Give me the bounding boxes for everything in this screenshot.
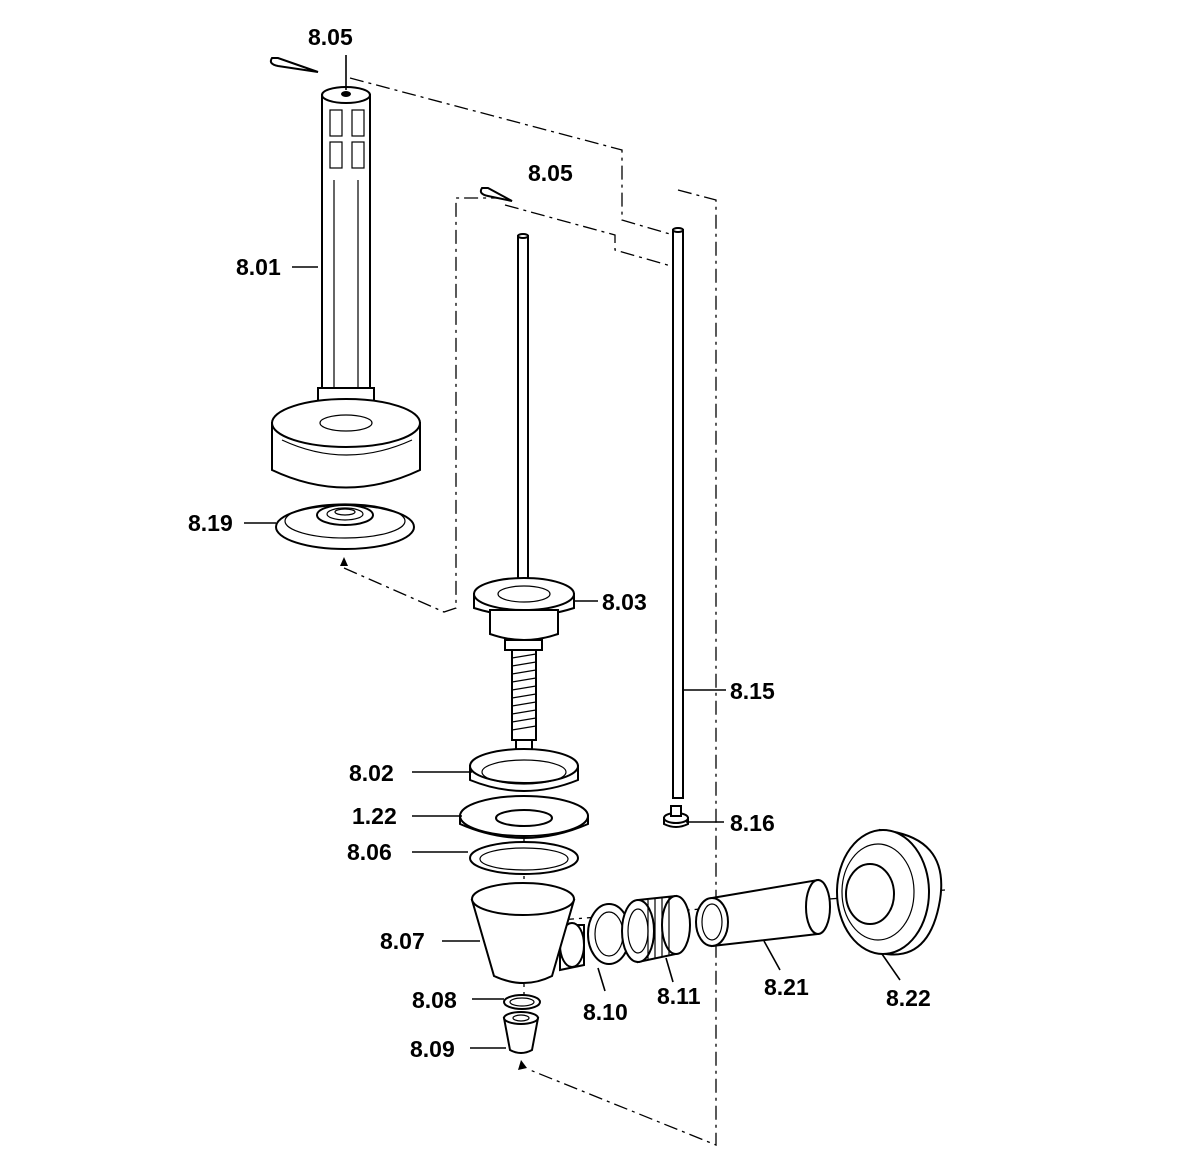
label-8-01: 8.01 (236, 254, 281, 280)
part-8-22-rosette (836, 828, 943, 956)
part-8-11-knurled-nut (621, 894, 691, 964)
label-8-06: 8.06 (347, 839, 392, 865)
label-8-09: 8.09 (410, 1036, 455, 1062)
label-8-10: 8.10 (583, 999, 628, 1025)
label-8-07: 8.07 (380, 928, 425, 954)
label-8-21: 8.21 (764, 974, 809, 1000)
label-8-11: 8.11 (657, 983, 701, 1009)
part-8-05-split-pin-upper (269, 55, 347, 90)
part-8-03-spindle (473, 233, 575, 755)
label-8-16: 8.16 (730, 810, 775, 836)
part-8-01-float-assembly (271, 86, 421, 489)
part-8-08-o-ring (503, 994, 541, 1010)
label-8-15: 8.15 (730, 678, 775, 704)
part-8-06-washer (469, 841, 579, 875)
part-8-02-ring (469, 748, 579, 792)
part-8-16-cap (663, 805, 689, 828)
part-8-07-bowl-body (470, 882, 585, 984)
part-1-22-gasket (459, 795, 589, 839)
label-8-05-lower: 8.05 (528, 160, 573, 186)
part-8-15-rod (672, 227, 684, 799)
part-labels: 8.05 8.05 8.01 8.19 8.03 8.15 8.02 1.22 … (188, 24, 931, 1062)
label-8-05-upper: 8.05 (308, 24, 353, 50)
part-8-09-nut (502, 1011, 540, 1054)
leader-lines (244, 266, 901, 1049)
assembly-arrows (340, 557, 527, 1070)
part-8-05-split-pin-lower (479, 187, 513, 202)
label-8-03: 8.03 (602, 589, 647, 615)
part-8-19-seal (275, 503, 415, 550)
label-8-08: 8.08 (412, 987, 457, 1013)
part-8-21-tube (695, 878, 831, 948)
label-1-22: 1.22 (352, 803, 397, 829)
label-8-02: 8.02 (349, 760, 394, 786)
label-8-22: 8.22 (886, 985, 931, 1011)
label-8-19: 8.19 (188, 510, 233, 536)
